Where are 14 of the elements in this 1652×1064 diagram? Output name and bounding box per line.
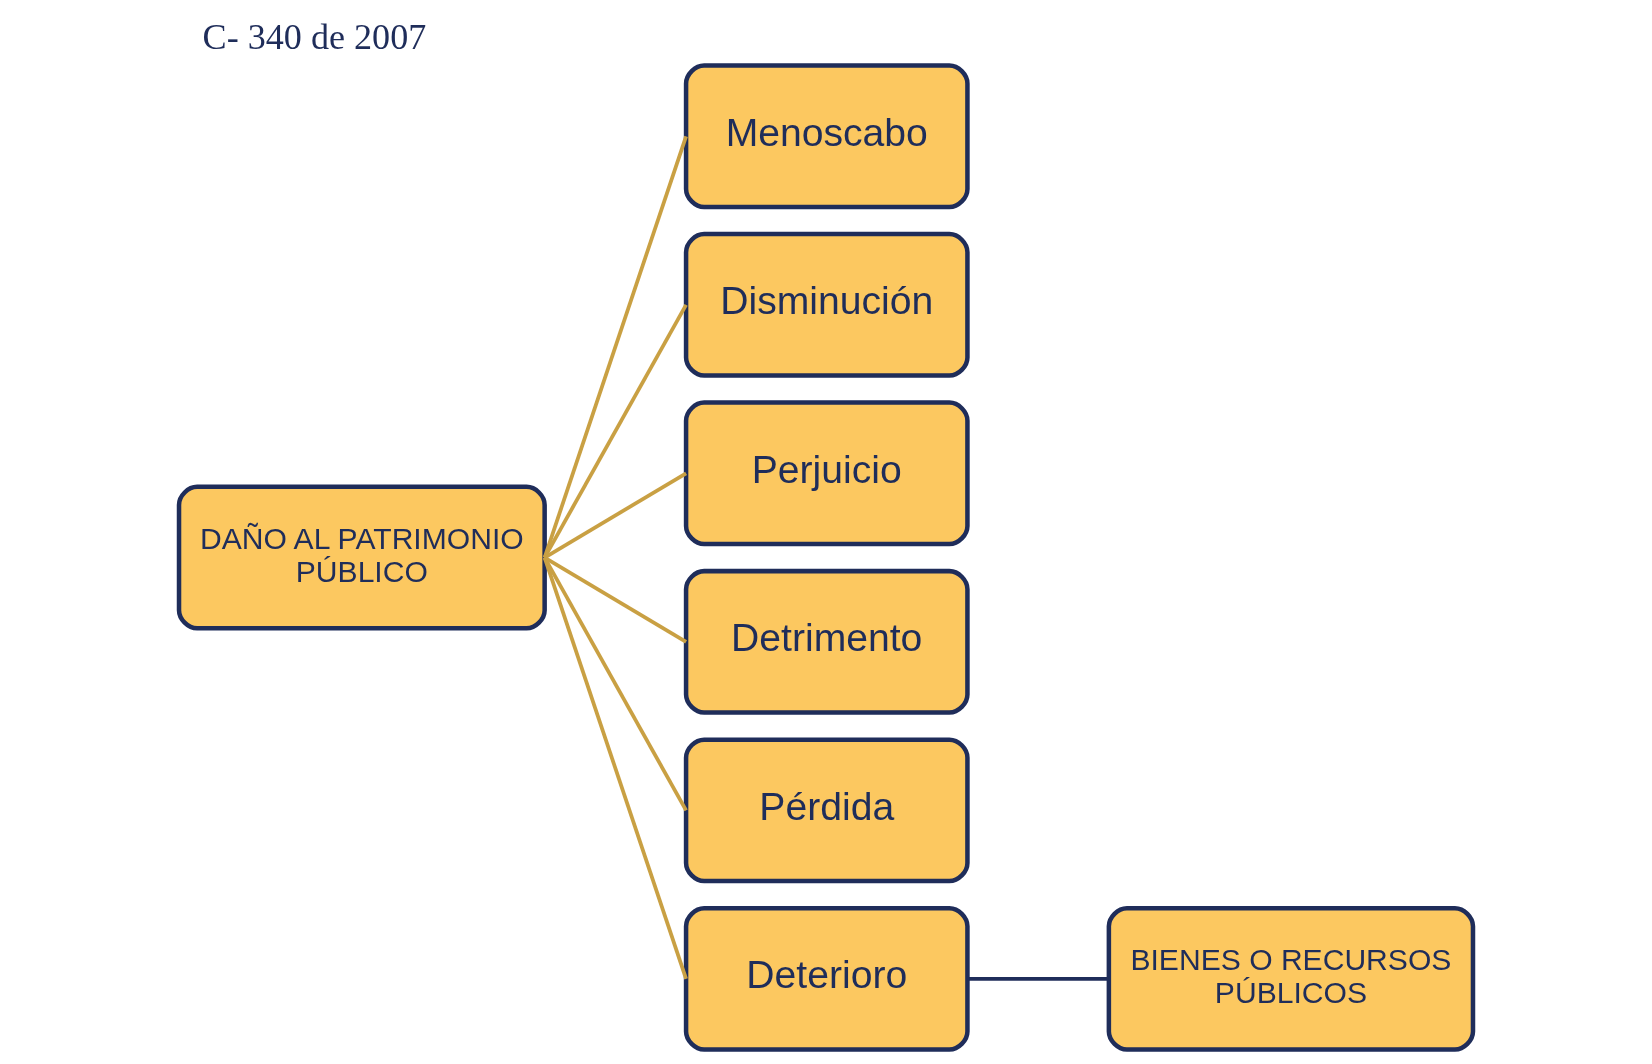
node-box: Detrimento (683, 568, 970, 715)
node-box: Menoscabo (683, 63, 970, 210)
node-box: DAÑO AL PATRIMONIO PÚBLICO (176, 484, 547, 631)
diagram-title: C- 340 de 2007 (202, 17, 427, 58)
connector (967, 977, 1109, 981)
node-box: Disminución (683, 231, 970, 378)
node-box: Pérdida (683, 737, 970, 884)
node-box: BIENES O RECURSOS PÚBLICOS (1106, 905, 1476, 1052)
node-box: Deterioro (683, 905, 970, 1052)
connector (542, 135, 688, 559)
connector (543, 303, 688, 559)
connector (543, 556, 688, 812)
node-box: Perjuicio (683, 400, 970, 547)
connector (542, 557, 688, 980)
